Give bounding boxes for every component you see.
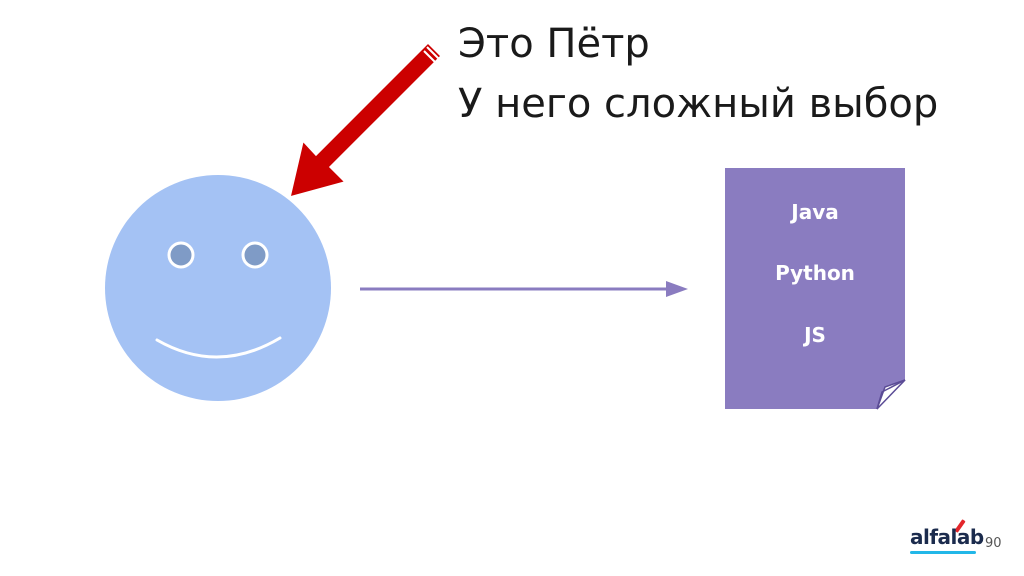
logo-underline xyxy=(910,551,976,554)
connector-arrow xyxy=(360,281,688,297)
document-item-python: Python xyxy=(775,261,855,285)
red-pointer-arrow xyxy=(288,41,443,199)
face-circle xyxy=(105,175,331,401)
page-number: 90 xyxy=(985,536,1002,551)
right-eye xyxy=(241,241,269,269)
smiley-face xyxy=(105,175,331,401)
smile xyxy=(155,336,282,359)
title-line-2: У него сложный выбор xyxy=(458,81,939,127)
alfalab-logo: alfalab xyxy=(910,525,984,549)
document-item-js: JS xyxy=(804,323,826,347)
left-eye xyxy=(167,241,195,269)
title-line-1: Это Пётр xyxy=(458,21,650,67)
document-shape xyxy=(725,168,906,410)
document-item-java: Java xyxy=(791,200,839,224)
